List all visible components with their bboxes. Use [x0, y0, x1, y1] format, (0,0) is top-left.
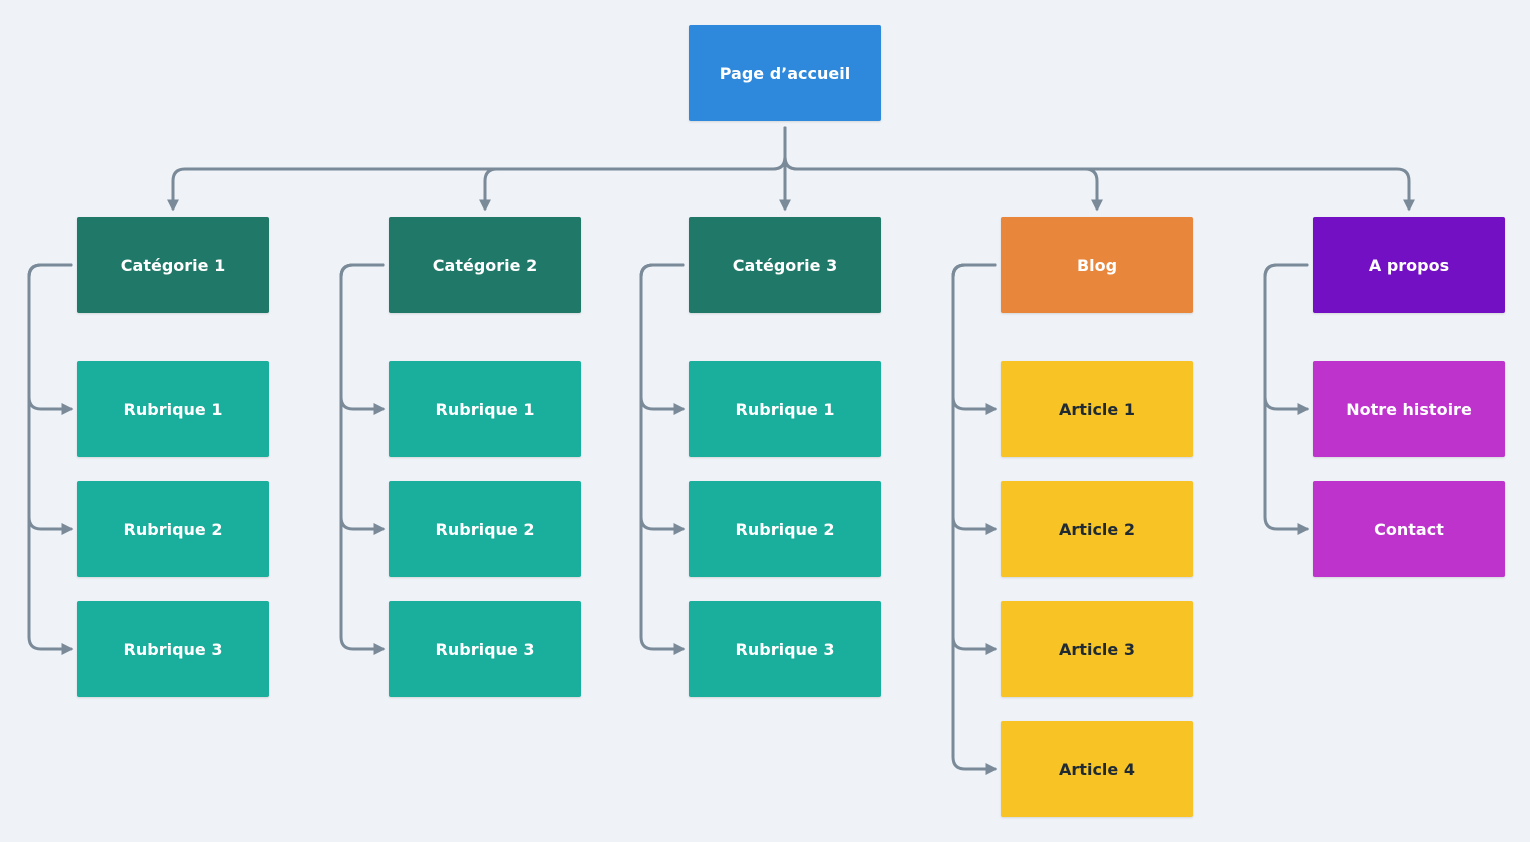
node-label: Rubrique 3: [735, 639, 835, 659]
node-label: Article 3: [1059, 639, 1135, 659]
node-label: Rubrique 2: [123, 519, 223, 539]
node-about-label: A propos: [1368, 255, 1450, 275]
connector-blog-to-child-3: [951, 263, 998, 655]
connector-cat3-to-child-2: [639, 263, 686, 535]
connector-cat2-to-child-1: [339, 263, 386, 415]
node-blog-article-3: Article 3: [1001, 601, 1193, 697]
node-home-label: Page d’accueil: [719, 63, 851, 83]
connector-about-to-child-1: [1263, 263, 1310, 415]
connector-cat1-to-child-1: [27, 263, 74, 415]
node-blog-label: Blog: [1076, 255, 1118, 275]
connector-cat1-to-child-3: [27, 263, 74, 655]
node-home: Page d’accueil: [689, 25, 881, 121]
node-label: Article 4: [1059, 759, 1135, 779]
node-category-3-rubrique-3: Rubrique 3: [689, 601, 881, 697]
node-about-notre-histoire: Notre histoire: [1313, 361, 1505, 457]
connector-cat2-to-child-3: [339, 263, 386, 655]
node-category-1-rubrique-3: Rubrique 3: [77, 601, 269, 697]
connector-root-to-cat2: [479, 126, 787, 212]
node-category-2-rubrique-1: Rubrique 1: [389, 361, 581, 457]
node-label: Rubrique 2: [435, 519, 535, 539]
node-about: A propos: [1313, 217, 1505, 313]
node-category-3: Catégorie 3: [689, 217, 881, 313]
node-category-1-label: Catégorie 1: [120, 255, 226, 275]
node-blog-article-4: Article 4: [1001, 721, 1193, 817]
connector-about-to-child-2: [1263, 263, 1310, 535]
node-category-1-rubrique-1: Rubrique 1: [77, 361, 269, 457]
node-category-2: Catégorie 2: [389, 217, 581, 313]
node-category-3-label: Catégorie 3: [732, 255, 838, 275]
connector-cat3-to-child-1: [639, 263, 686, 415]
node-blog: Blog: [1001, 217, 1193, 313]
node-label: Rubrique 1: [123, 399, 223, 419]
connector-blog-to-child-2: [951, 263, 998, 535]
node-label: Rubrique 1: [435, 399, 535, 419]
node-blog-article-2: Article 2: [1001, 481, 1193, 577]
node-label: Contact: [1374, 519, 1444, 539]
connector-cat1-to-child-2: [27, 263, 74, 535]
connector-blog-to-child-1: [951, 263, 998, 415]
connector-cat3-to-child-3: [639, 263, 686, 655]
node-label: Rubrique 1: [735, 399, 835, 419]
node-label: Notre histoire: [1346, 399, 1472, 419]
connector-blog-to-child-4: [951, 263, 998, 775]
node-category-2-rubrique-2: Rubrique 2: [389, 481, 581, 577]
node-about-contact: Contact: [1313, 481, 1505, 577]
node-category-2-rubrique-3: Rubrique 3: [389, 601, 581, 697]
node-label: Rubrique 3: [123, 639, 223, 659]
node-category-2-label: Catégorie 2: [432, 255, 538, 275]
node-label: Article 1: [1059, 399, 1135, 419]
node-blog-article-1: Article 1: [1001, 361, 1193, 457]
node-label: Rubrique 3: [435, 639, 535, 659]
node-label: Article 2: [1059, 519, 1135, 539]
node-category-3-rubrique-2: Rubrique 2: [689, 481, 881, 577]
connector-cat2-to-child-2: [339, 263, 386, 535]
node-category-3-rubrique-1: Rubrique 1: [689, 361, 881, 457]
node-category-1-rubrique-2: Rubrique 2: [77, 481, 269, 577]
node-label: Rubrique 2: [735, 519, 835, 539]
connector-root-to-about: [783, 126, 1415, 212]
node-category-1: Catégorie 1: [77, 217, 269, 313]
